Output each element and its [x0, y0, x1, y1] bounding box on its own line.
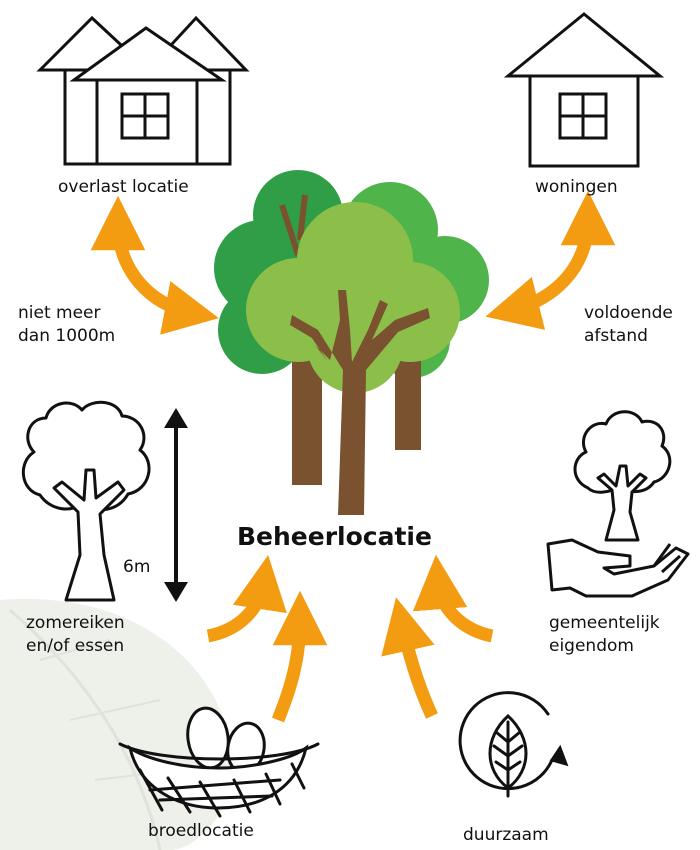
houses-icon — [36, 15, 250, 166]
trees-icon — [214, 170, 489, 515]
arrow-from-sustainable — [381, 597, 438, 719]
nest-with-eggs-icon — [118, 706, 320, 818]
arrows — [90, 190, 616, 723]
label-municipal-line2: eigendom — [549, 636, 634, 656]
tree-in-hand-icon — [546, 410, 690, 598]
leaf-cycle-icon — [458, 691, 569, 798]
label-distance-line1: niet meer — [18, 303, 101, 323]
double-arrow-overlast — [90, 195, 219, 335]
house-icon — [503, 12, 665, 168]
arrow-from-nest — [271, 590, 328, 723]
label-sufficient-line2: afstand — [584, 326, 648, 346]
tree-height-icon — [21, 400, 151, 602]
label-municipal-line1: gemeentelijk — [549, 613, 660, 633]
label-distance-line2: dan 1000m — [18, 326, 116, 346]
diagram-title: Beheerlocatie — [237, 522, 432, 551]
label-broedlocatie: broedlocatie — [148, 821, 254, 841]
label-sufficient-line1: voldoende — [584, 303, 673, 323]
arrow-from-trees — [206, 555, 287, 643]
label-trees-line2: en/of essen — [26, 636, 125, 656]
label-height: 6m — [123, 557, 151, 577]
label-overlast-locatie: overlast locatie — [58, 177, 189, 197]
double-arrow-woningen — [485, 190, 616, 330]
arrow-from-municipal — [412, 554, 494, 643]
label-duurzaam: duurzaam — [463, 825, 549, 845]
label-trees-line1: zomereiken — [26, 613, 125, 633]
label-woningen: woningen — [535, 177, 618, 197]
height-arrow-icon — [164, 408, 188, 602]
